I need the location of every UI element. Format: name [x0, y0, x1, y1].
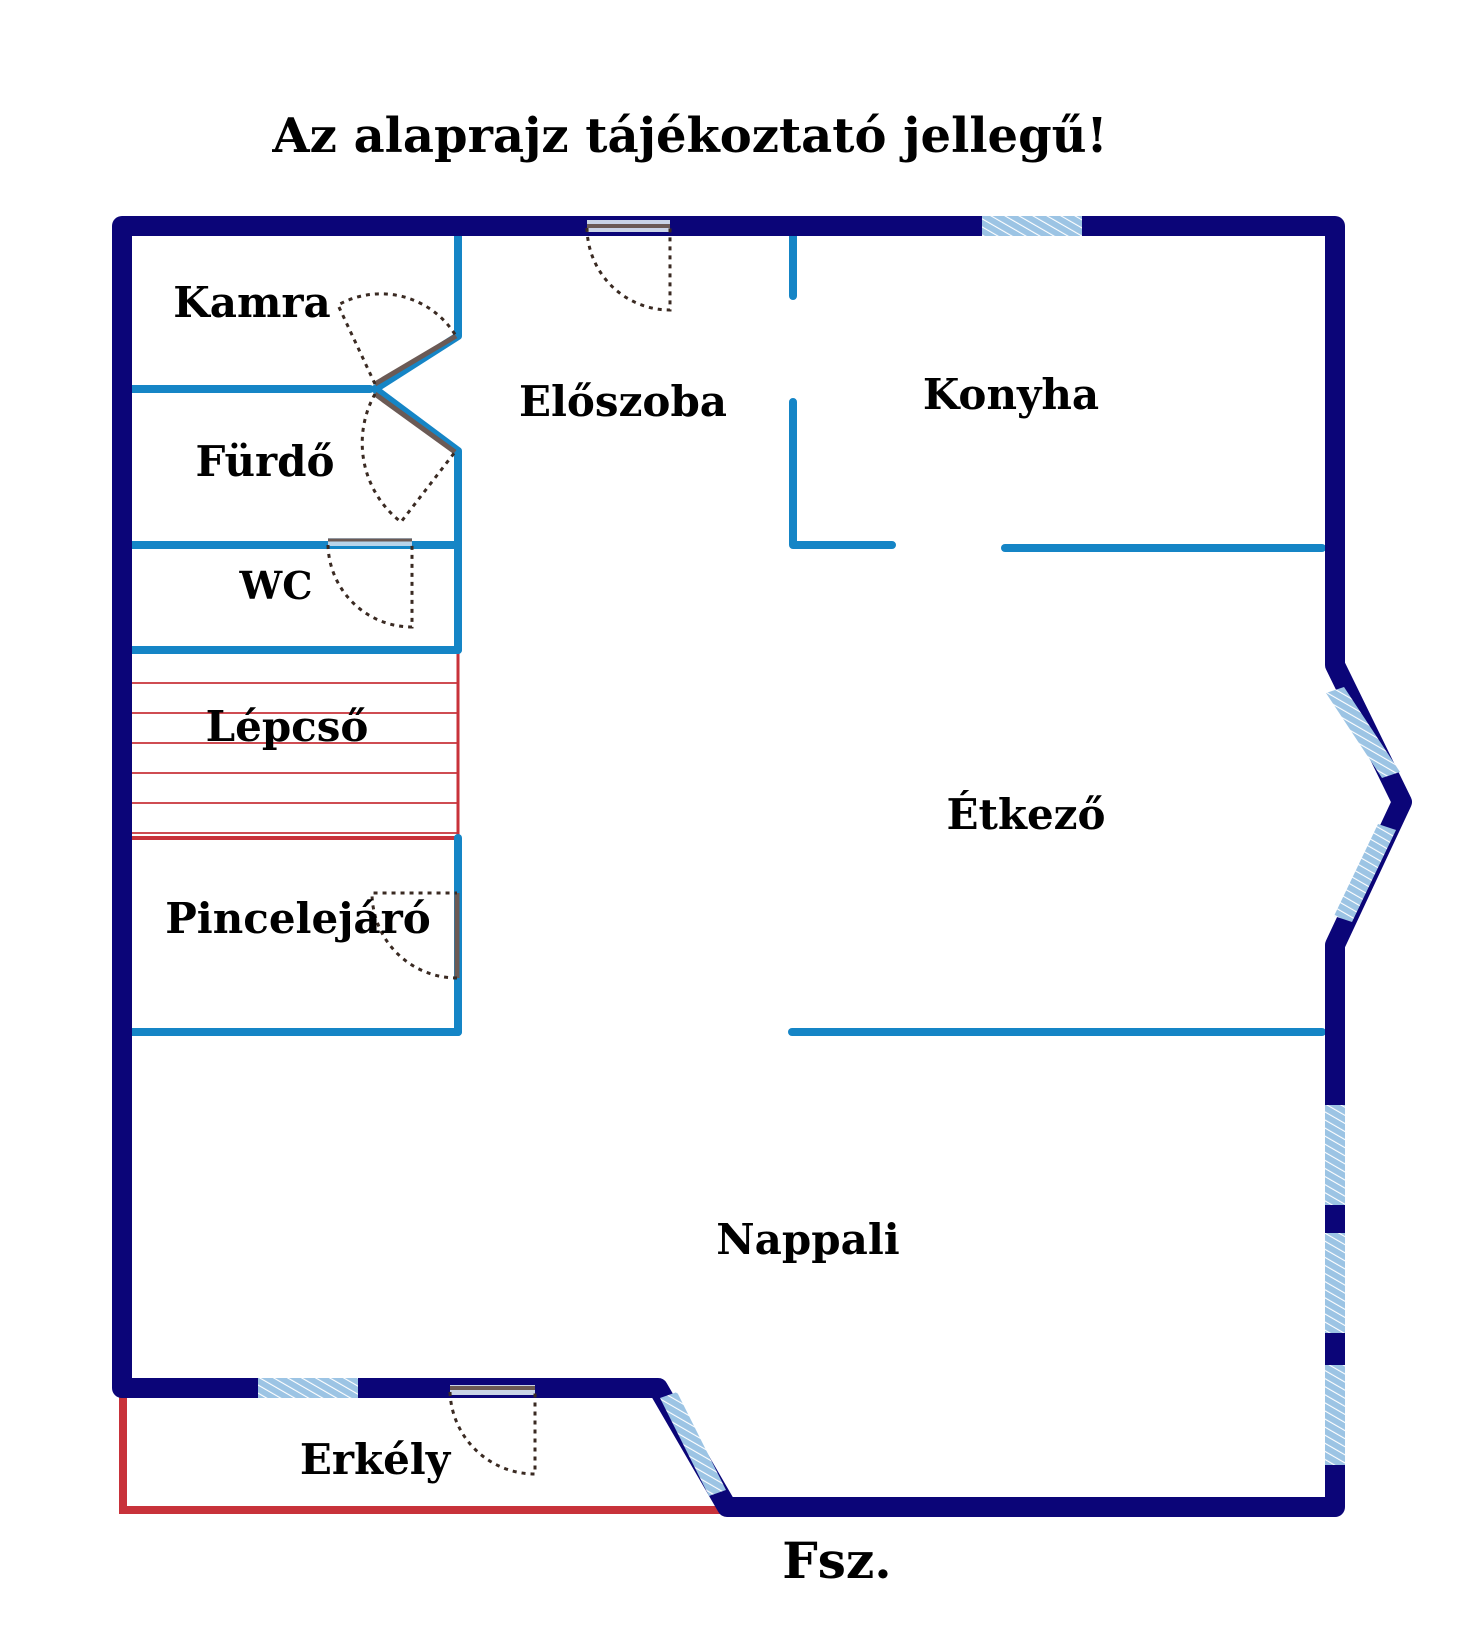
window-bay-lower [1334, 824, 1396, 922]
window-top [982, 216, 1082, 236]
window-bottom [258, 1378, 358, 1398]
floor-label: Fsz. [782, 1531, 891, 1590]
balcony-outline [119, 1393, 724, 1514]
window-right-3 [1325, 1365, 1345, 1465]
door-furdo [360, 391, 457, 525]
room-label-erkely: Erkély [300, 1435, 452, 1484]
room-label-etkezo: Étkező [946, 789, 1105, 839]
stair-treads [130, 682, 458, 834]
outer-walls [112, 216, 1412, 1517]
door-wc [326, 538, 414, 629]
door-erkely [448, 1385, 537, 1476]
window-right-2 [1325, 1233, 1345, 1333]
doors [326, 220, 672, 1476]
door-kamra [336, 292, 458, 387]
room-label-nappali: Nappali [716, 1215, 899, 1264]
door-entrance [585, 220, 672, 312]
door-pincelejaro [370, 891, 460, 980]
room-label-wc: WC [239, 563, 313, 608]
window-right-1 [1325, 1105, 1345, 1205]
room-label-pincelejaro: Pincelejáró [165, 894, 431, 943]
room-label-furdo: Fürdő [195, 437, 334, 486]
window-bay-upper [1326, 687, 1400, 778]
window-diagonal [660, 1392, 726, 1496]
windows [258, 216, 1400, 1496]
page-title: Az alaprajz tájékoztató jellegű! [271, 108, 1107, 164]
room-label-kamra: Kamra [173, 278, 331, 327]
room-label-lepcso: Lépcső [206, 702, 369, 751]
room-label-konyha: Konyha [923, 370, 1099, 419]
room-label-eloszoba: Előszoba [519, 377, 727, 426]
room-labels: Kamra Előszoba Konyha Fürdő WC Lépcső Ét… [165, 278, 1105, 1484]
